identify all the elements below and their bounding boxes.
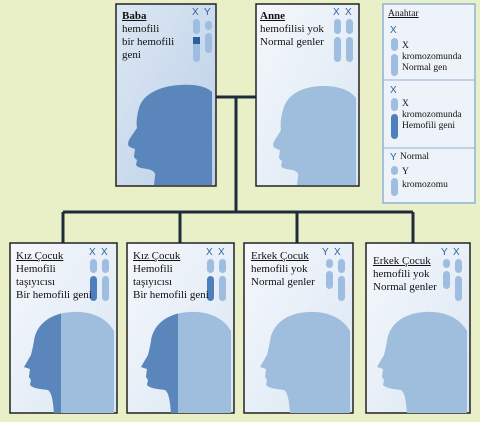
key-item-3-line-1: Normal [400,152,430,162]
mother-x2-label: X [345,7,352,18]
child-2-chromosome-2 [219,259,226,301]
child-2-title: Kız Çocuk [133,250,181,262]
child-4-line-2: hemofili yok [373,268,430,280]
father-line-2: bir hemofili [122,36,175,48]
key-item-1-line-1: X [402,41,409,51]
key-item-2-symbol: X [390,85,397,96]
mother-chromosome-x1 [334,19,341,62]
child-1-title: Kız Çocuk [16,250,64,262]
child-3-label-1: Y [322,247,329,258]
key-item-2-line-2: kromozomunda [402,110,462,120]
mother-head-silhouette [273,86,356,185]
key-item-2-line-1: X [402,99,409,109]
key-item-1-line-2: kromozomunda [402,52,462,62]
child-4-label-1: Y [441,247,448,258]
child-4-head-silhouette [377,311,467,413]
father-line-3: geni [122,49,141,61]
father-line-1: hemofili [122,23,160,35]
key-title: Anahtar [388,9,419,19]
child-3-label-2: X [334,247,341,258]
key-normal-y-chromosome-icon [391,166,398,196]
father-panel [115,3,217,187]
key-item-3-line-2: Y [402,167,409,177]
child-4-chromosome-2 [455,259,462,301]
child-2-label-2: X [218,247,225,258]
key-normal-x-chromosome-icon [391,38,398,76]
mother-name: Anne [260,10,286,22]
child-2-panel [126,242,235,414]
child-2-line-3: taşıyıcısı [133,276,173,288]
father-chromosome-y [205,21,212,53]
father-name: Baba [122,10,147,22]
child-2-ponytail [215,319,231,383]
child-2-chromosome-1 [207,259,214,301]
key-hemophilia-x-chromosome-icon [391,98,398,139]
key-item-3-symbol: Y [390,152,397,163]
child-3-title: Erkek Çocuk [251,250,309,262]
children-panels [9,242,471,414]
child-4-label-2: X [453,247,460,258]
child-2-line-4: Bir hemofili geni [133,289,209,301]
mother-panel [255,3,360,187]
key-item-1-symbol: X [390,25,397,36]
child-2-label-1: X [206,247,213,258]
father-head-silhouette [128,84,212,185]
father-x-label: X [192,7,199,18]
key-item-3-line-3: kromozomu [402,180,448,190]
child-1-label-1: X [89,247,96,258]
child-3-chromosome-2 [338,259,345,301]
child-3-chromosome-1 [326,259,333,289]
father-y-label: Y [204,7,211,18]
father-chromosome-x [193,19,200,62]
child-3-panel [243,242,354,414]
child-2-line-2: Hemofili [133,263,173,275]
child-4-panel [365,242,471,414]
key-item-1-line-3: Normal gen [402,63,448,73]
child-3-line-3: Normal genler [251,276,315,288]
child-3-line-2: hemofili yok [251,263,308,275]
child-1-chromosome-1 [90,259,97,301]
key-panel [382,3,476,204]
child-4-chromosome-1 [443,259,450,289]
child-4-title: Erkek Çocuk [373,255,431,267]
child-1-panel [9,242,118,414]
mother-x1-label: X [333,7,340,18]
child-1-ponytail [98,319,114,383]
child-1-chromosome-2 [102,259,109,301]
child-4-line-3: Normal genler [373,281,437,293]
child-1-line-3: taşıyıcısı [16,276,56,288]
child-1-line-2: Hemofili [16,263,56,275]
key-item-2-line-3: Hemofili geni [402,121,456,131]
mother-line-1: hemofilisi yok [260,23,324,35]
mother-chromosome-x2 [346,19,353,62]
child-1-line-4: Bir hemofili geni [16,289,92,301]
child-3-head-silhouette [260,311,350,413]
child-1-label-2: X [101,247,108,258]
family-connectors [61,95,415,243]
mother-line-2: Normal genler [260,36,324,48]
